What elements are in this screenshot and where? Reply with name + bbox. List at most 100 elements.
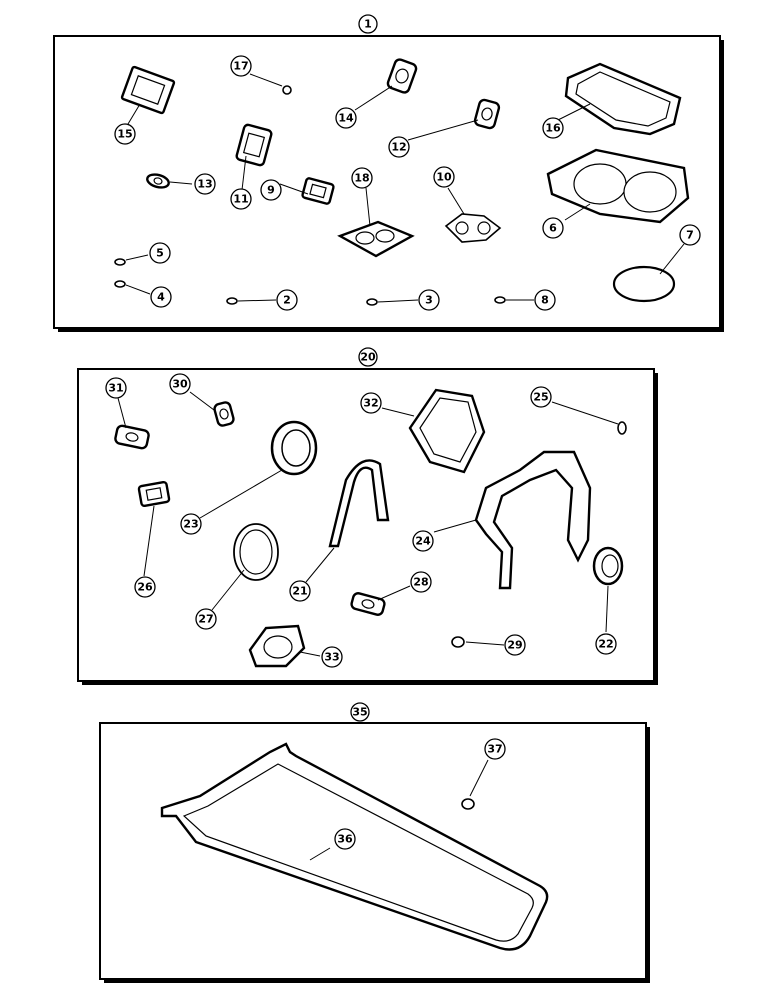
svg-text:5: 5 <box>156 247 164 260</box>
svg-text:8: 8 <box>541 294 549 307</box>
callout-14: 14 <box>335 107 357 129</box>
svg-text:23: 23 <box>183 518 198 531</box>
callout-3: 3 <box>418 289 440 311</box>
part-30-gasket <box>213 401 235 427</box>
part-3-washer <box>366 298 378 306</box>
callout-27: 27 <box>195 608 217 630</box>
svg-text:1: 1 <box>364 18 372 31</box>
part-32-cover-gasket <box>408 388 486 474</box>
svg-text:20: 20 <box>360 351 376 364</box>
callout-21: 21 <box>289 580 311 602</box>
callout-11: 11 <box>230 188 252 210</box>
callout-10: 10 <box>433 166 455 188</box>
svg-text:36: 36 <box>337 833 353 846</box>
part-10-gasket <box>444 213 502 243</box>
panel-20 <box>77 368 658 685</box>
callout-24: 24 <box>412 530 434 552</box>
callout-20: 20 <box>358 347 378 367</box>
svg-text:3: 3 <box>425 294 433 307</box>
leader-lines <box>117 73 685 861</box>
part-11-gasket <box>235 123 273 167</box>
part-24-timing-gasket <box>474 450 592 590</box>
part-13-gasket <box>146 173 170 189</box>
callout-13: 13 <box>194 173 216 195</box>
part-2-washer <box>226 297 238 305</box>
part-12-gasket <box>473 98 501 130</box>
svg-text:18: 18 <box>354 172 369 185</box>
svg-text:27: 27 <box>198 613 213 626</box>
svg-text:9: 9 <box>267 184 275 197</box>
callout-6: 6 <box>542 217 564 239</box>
part-16-rocker-gasket <box>564 62 682 136</box>
part-23-seal <box>270 420 318 476</box>
svg-text:26: 26 <box>137 581 153 594</box>
callout-37: 37 <box>484 738 506 760</box>
part-31-gasket <box>114 424 150 450</box>
svg-text:4: 4 <box>157 291 165 304</box>
part-9-gasket <box>301 177 335 205</box>
callout-7: 7 <box>679 224 701 246</box>
svg-text:6: 6 <box>549 222 557 235</box>
callout-8: 8 <box>534 289 556 311</box>
callout-22: 22 <box>595 633 617 655</box>
part-37-ring <box>461 798 475 810</box>
callout-16: 16 <box>542 117 564 139</box>
svg-text:14: 14 <box>338 112 354 125</box>
callout-5: 5 <box>149 242 171 264</box>
part-21-arch-gasket <box>328 459 390 548</box>
svg-text:10: 10 <box>436 171 452 184</box>
svg-text:25: 25 <box>533 391 548 404</box>
part-7-o-ring <box>612 265 676 303</box>
part-18-gasket <box>337 220 415 258</box>
part-29-o-ring <box>451 636 465 648</box>
svg-text:28: 28 <box>413 576 428 589</box>
part-36-oil-pan-gasket <box>160 742 549 951</box>
svg-text:22: 22 <box>598 638 613 651</box>
callouts: 1 15 17 14 16 12 11 13 9 18 10 6 7 5 4 2… <box>105 14 701 850</box>
part-33-gasket <box>248 624 306 668</box>
callout-33: 33 <box>321 646 343 668</box>
svg-text:32: 32 <box>363 397 378 410</box>
callout-1: 1 <box>358 14 378 34</box>
svg-text:21: 21 <box>292 585 307 598</box>
part-17-ring <box>282 85 292 95</box>
part-28-gasket <box>350 592 386 616</box>
part-14-gasket <box>386 58 418 94</box>
part-27-ring-gasket <box>233 523 279 581</box>
part-5-washer <box>114 258 126 266</box>
callout-26: 26 <box>134 576 156 598</box>
part-6-head-gasket <box>546 148 690 224</box>
callout-28: 28 <box>410 571 432 593</box>
callout-29: 29 <box>504 634 526 656</box>
svg-text:30: 30 <box>172 378 188 391</box>
callout-35: 35 <box>350 702 370 722</box>
part-22-seal <box>592 546 624 586</box>
part-8-washer <box>494 296 506 304</box>
part-4-washer <box>114 280 126 288</box>
callout-9: 9 <box>260 179 282 201</box>
svg-text:33: 33 <box>324 651 339 664</box>
svg-text:13: 13 <box>197 178 212 191</box>
part-25-ring <box>617 421 627 435</box>
callout-31: 31 <box>105 377 127 399</box>
svg-text:29: 29 <box>507 639 522 652</box>
part-15-gasket <box>120 65 176 115</box>
svg-text:31: 31 <box>108 382 123 395</box>
svg-text:24: 24 <box>415 535 431 548</box>
part-26-gasket <box>137 480 171 508</box>
svg-text:15: 15 <box>117 128 132 141</box>
callout-30: 30 <box>169 373 191 395</box>
svg-text:11: 11 <box>233 193 248 206</box>
callout-36: 36 <box>334 828 356 850</box>
callout-4: 4 <box>150 286 172 308</box>
svg-text:37: 37 <box>487 743 502 756</box>
callout-2: 2 <box>276 289 298 311</box>
callout-18: 18 <box>351 167 373 189</box>
callout-25: 25 <box>530 386 552 408</box>
svg-text:7: 7 <box>686 229 694 242</box>
callout-12: 12 <box>388 136 410 158</box>
svg-text:12: 12 <box>391 141 406 154</box>
svg-text:17: 17 <box>233 60 248 73</box>
callout-17: 17 <box>230 55 252 77</box>
